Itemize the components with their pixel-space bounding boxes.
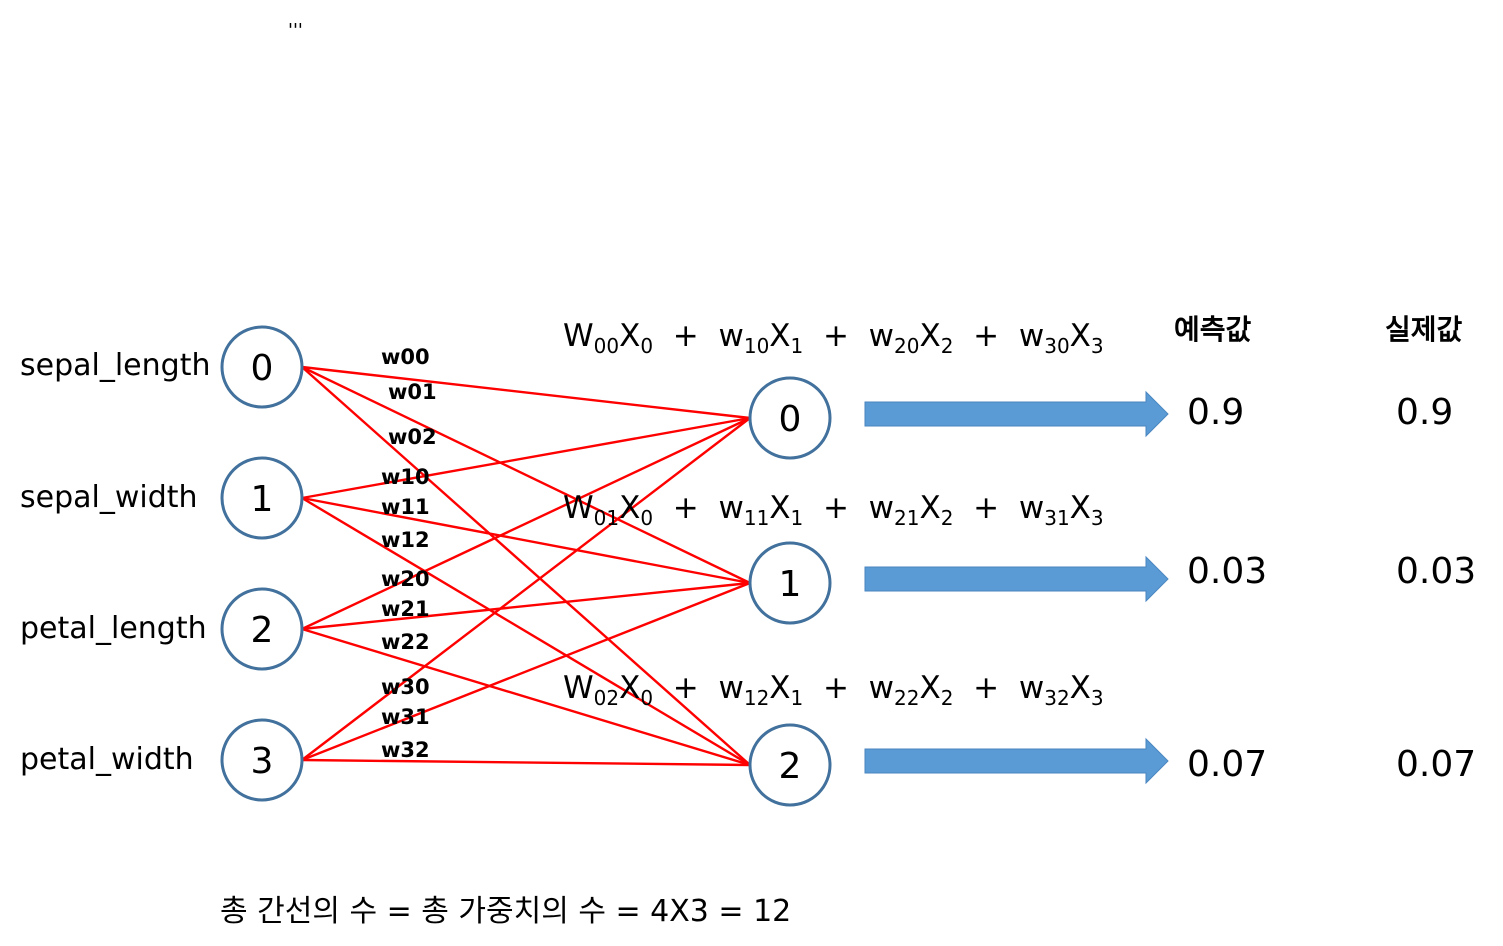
output-arrow-2: [864, 737, 1169, 785]
actual-value-0: 0.9: [1396, 392, 1454, 433]
header-predicted: 예측값: [1174, 313, 1252, 346]
equation-output-1: W01X0 + w11X1 + w21X2 + w31X3: [563, 490, 1104, 530]
actual-value-2: 0.07: [1396, 744, 1477, 785]
edge-w00: [301, 365, 751, 420]
predicted-value-2: 0.07: [1187, 744, 1268, 785]
top-mark: ''': [288, 20, 303, 41]
input-node-0: 0: [220, 325, 304, 409]
edge-w32: [301, 758, 751, 767]
predicted-value-1: 0.03: [1187, 551, 1268, 592]
output-node-2-label: 2: [779, 746, 802, 787]
output-node-1-circle: [748, 541, 832, 625]
input-label-petal-width: petal_width: [20, 742, 194, 777]
edge-w10: [301, 416, 751, 500]
output-arrow-1: [864, 555, 1169, 603]
input-node-2-label: 2: [251, 610, 274, 651]
weight-label-w01: w01: [388, 380, 437, 404]
actual-value-1: 0.03: [1396, 551, 1477, 592]
edge-w02: [301, 366, 751, 766]
header-actual: 실제값: [1385, 313, 1463, 346]
input-node-1: 1: [220, 456, 304, 540]
edge-w12: [301, 496, 751, 767]
input-node-3-circle: [220, 718, 304, 802]
output-node-2: 2: [748, 723, 832, 807]
equation-output-2: W02X0 + w12X1 + w22X2 + w32X3: [563, 670, 1104, 710]
weight-label-w02: w02: [388, 425, 437, 449]
weight-label-w32: w32: [381, 738, 430, 762]
weight-label-w31: w31: [381, 705, 430, 729]
input-label-sepal-length: sepal_length: [20, 348, 211, 383]
edge-w01: [301, 365, 751, 585]
edge-w31: [301, 581, 751, 762]
input-node-0-circle: [220, 325, 304, 409]
input-label-petal-length: petal_length: [20, 611, 207, 646]
summary-text: 총 간선의 수 = 총 가중치의 수 = 4X3 = 12: [220, 894, 792, 929]
edge-w11: [301, 496, 751, 585]
output-node-0-label: 0: [779, 399, 802, 440]
input-node-1-label: 1: [251, 479, 274, 520]
edge-w22: [301, 627, 751, 767]
output-node-1-label: 1: [779, 564, 802, 605]
equation-output-0: W00X0 + w10X1 + w20X2 + w30X3: [563, 318, 1104, 358]
input-label-sepal-width: sepal_width: [20, 480, 198, 515]
input-node-2-circle: [220, 587, 304, 671]
weight-label-w22: w22: [381, 630, 430, 654]
input-node-3: 3: [220, 718, 304, 802]
output-node-0-circle: [748, 376, 832, 460]
predicted-value-0: 0.9: [1187, 392, 1245, 433]
edge-w20: [301, 416, 751, 631]
input-node-2: 2: [220, 587, 304, 671]
output-node-0: 0: [748, 376, 832, 460]
weight-label-w10: w10: [381, 465, 430, 489]
input-node-3-label: 3: [251, 741, 274, 782]
weight-label-w11: w11: [381, 495, 430, 519]
output-arrow-0: [864, 390, 1169, 438]
weight-label-w21: w21: [381, 597, 430, 621]
output-node-1: 1: [748, 541, 832, 625]
input-node-1-circle: [220, 456, 304, 540]
edge-w21: [301, 581, 751, 631]
weight-label-w30: w30: [381, 675, 430, 699]
weight-label-w00: w00: [381, 345, 430, 369]
weight-label-w12: w12: [381, 528, 430, 552]
output-node-2-circle: [748, 723, 832, 807]
weight-label-w20: w20: [381, 567, 430, 591]
input-node-0-label: 0: [251, 348, 274, 389]
edge-w30: [301, 417, 751, 761]
